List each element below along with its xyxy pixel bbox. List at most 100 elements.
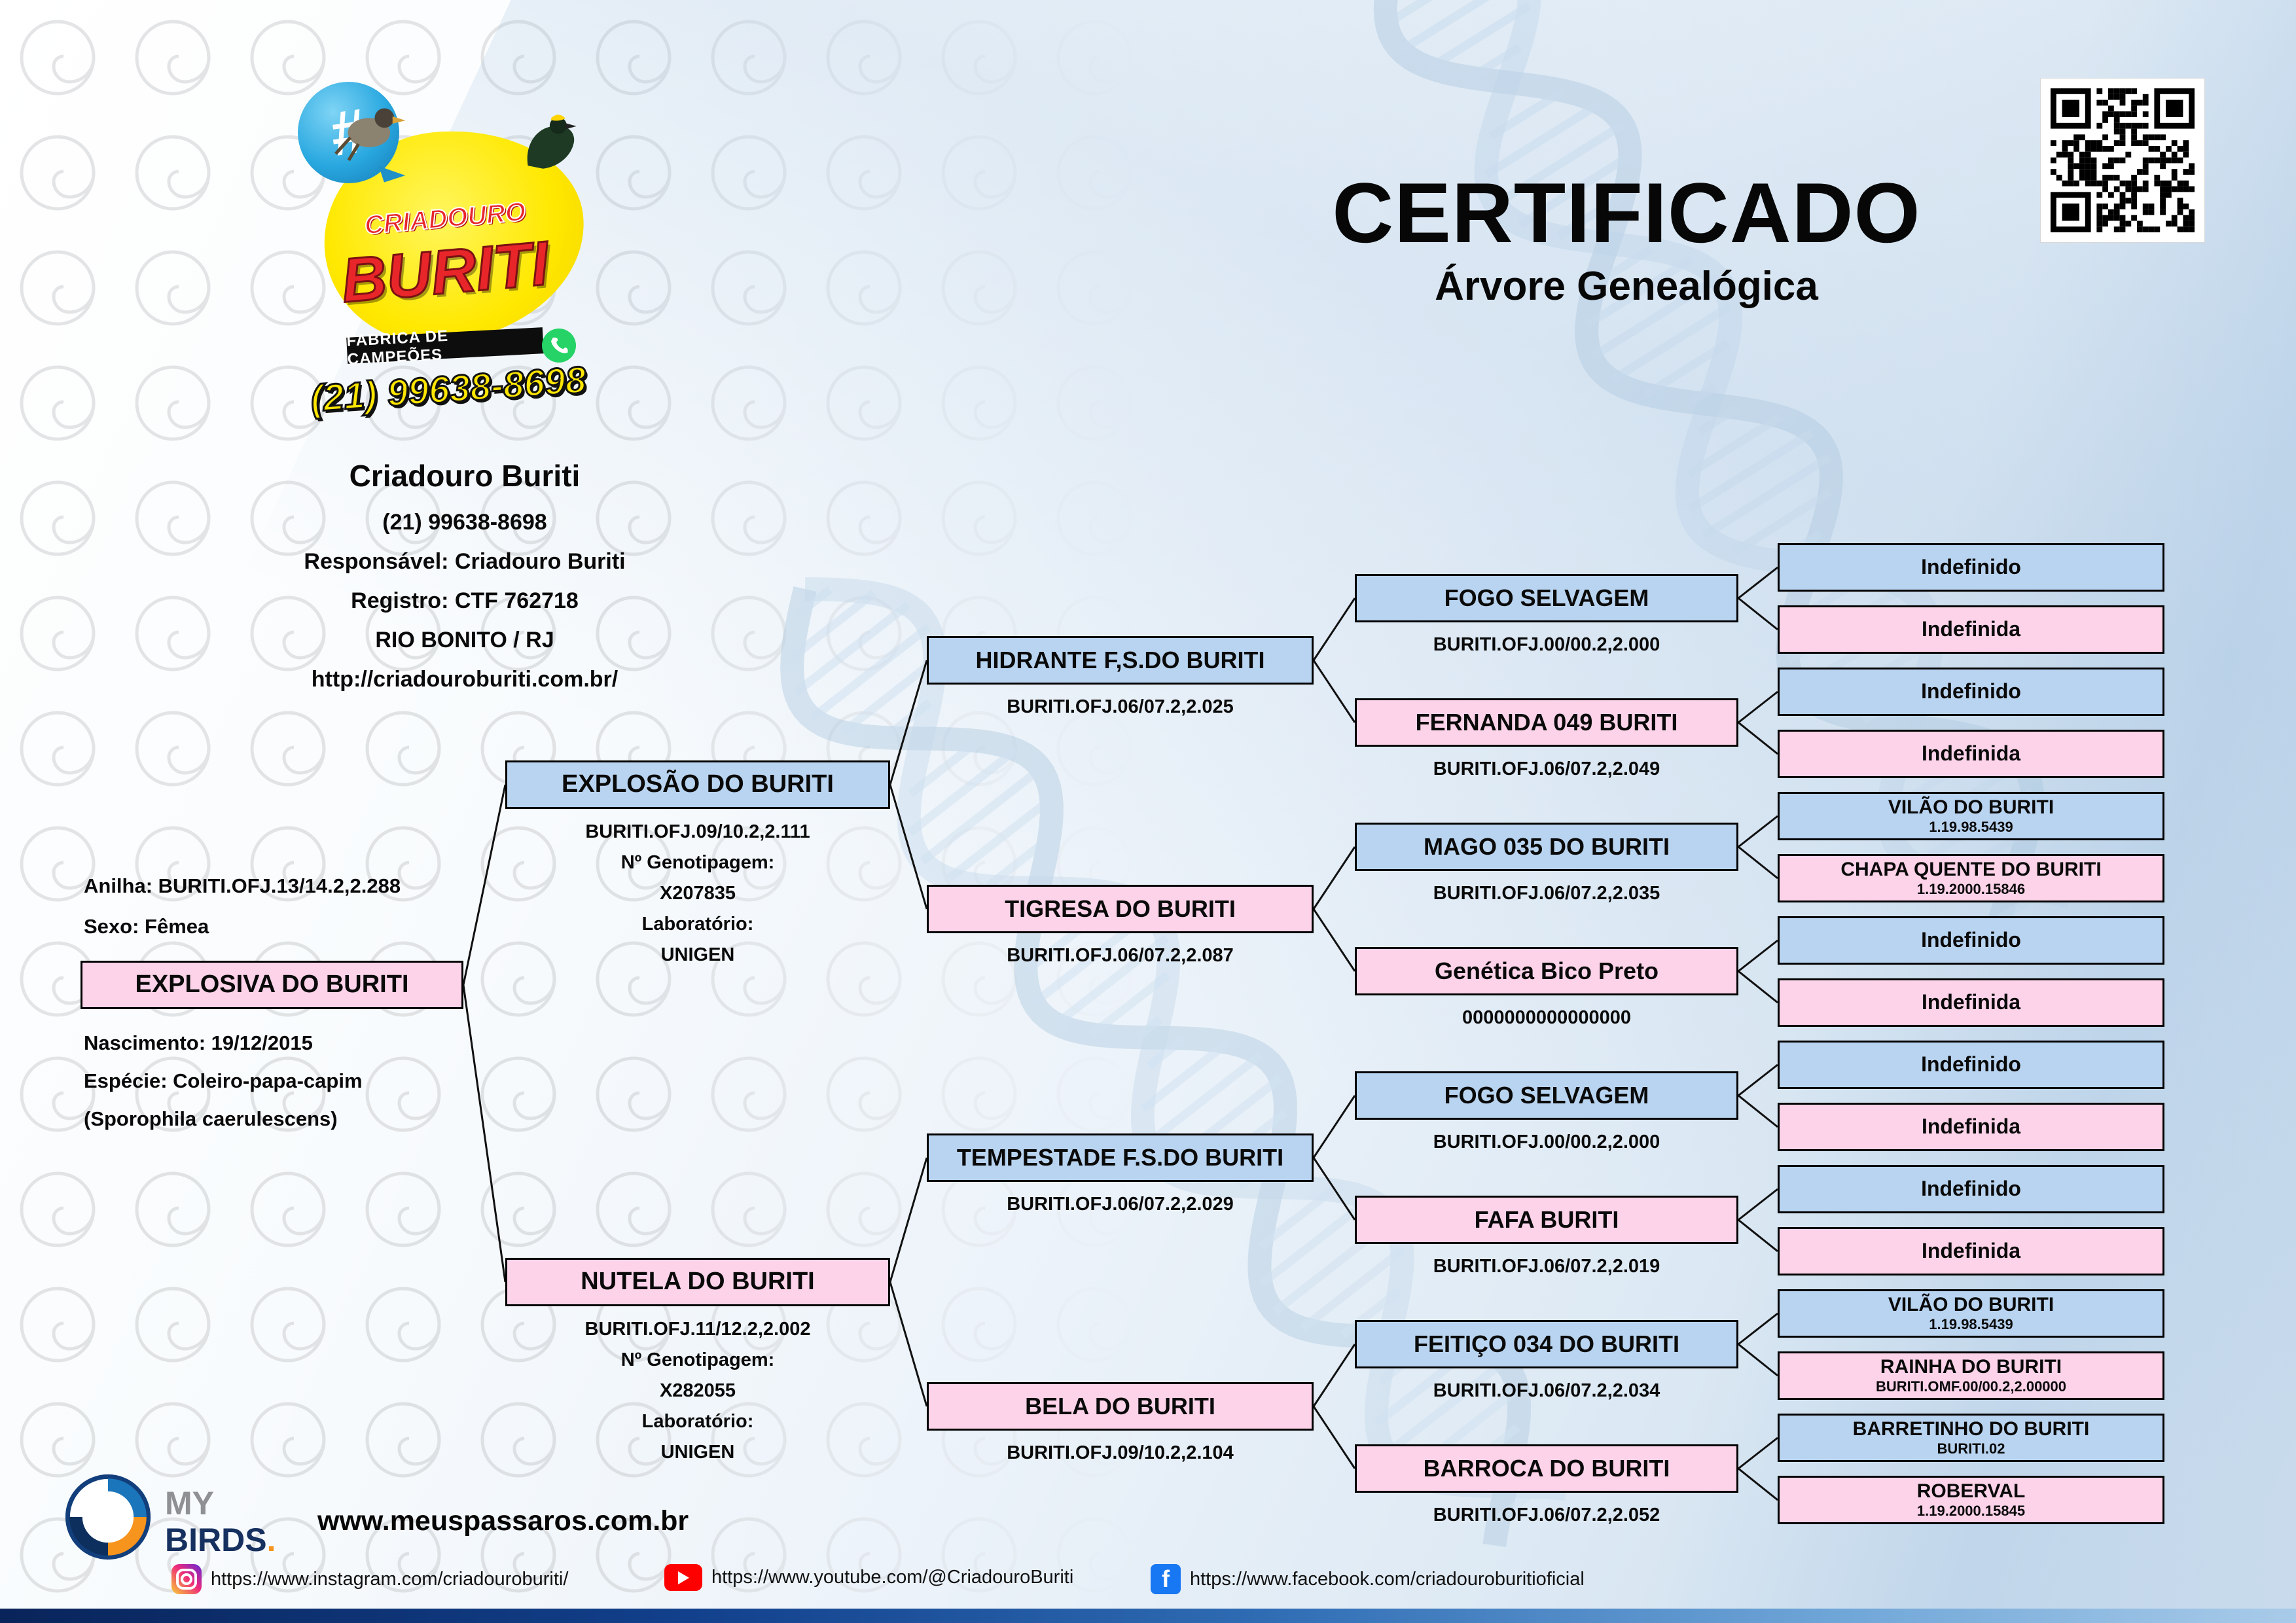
node-name: Indefinido	[1921, 555, 2021, 579]
meuspassaros-link[interactable]: www.meuspassaros.com.br	[317, 1505, 689, 1537]
node-caption: BURITI.OFJ.09/10.2,2.104	[927, 1441, 1314, 1465]
facebook-icon	[1151, 1564, 1181, 1594]
node-name: Indefinida	[1921, 990, 2021, 1014]
caption-line: BURITI.OFJ.00/00.2,2.000	[1433, 634, 1660, 655]
caption-line: BURITI.OFJ.11/12.2,2.002	[584, 1319, 811, 1340]
caption-line: X282055	[659, 1380, 736, 1401]
node-name: RAINHA DO BURITI	[1880, 1356, 2062, 1378]
node-name: FAFA BURITI	[1474, 1206, 1619, 1234]
caption-line: BURITI.OFJ.06/07.2,2.087	[1007, 945, 1234, 966]
node-code: 1.19.98.5439	[1929, 819, 2013, 835]
breeder-name: Criadouro Buriti	[349, 459, 581, 493]
caption-line: BURITI.OFJ.06/07.2,2.025	[1007, 696, 1234, 717]
youtube-url: https://www.youtube.com/@CriadouroBuriti	[711, 1567, 1074, 1588]
facebook-url: https://www.facebook.com/criadouroburiti…	[1190, 1568, 1585, 1590]
title-block: CERTIFICADO Árvore Genealógica	[1178, 164, 2075, 310]
node-caption: BURITI.OFJ.06/07.2,2.087	[927, 944, 1314, 967]
pedigree-node-gen4-2: FERNANDA 049 BURITI	[1355, 698, 1738, 747]
node-caption: BURITI.OFJ.06/07.2,2.034	[1355, 1379, 1738, 1402]
subject-species: Espécie: Coleiro-papa-capim	[84, 1069, 363, 1092]
node-name: TEMPESTADE F.S.DO BURITI	[956, 1144, 1284, 1171]
mybirds-my-text: MY	[165, 1485, 214, 1522]
caption-line: UNIGEN	[660, 1442, 735, 1463]
node-name: NUTELA DO BURITI	[581, 1268, 815, 1296]
pedigree-node-gen4-3: MAGO 035 DO BURITI	[1355, 823, 1738, 871]
subject-sex: Sexo: Fêmea	[84, 915, 209, 938]
node-name: Indefinida	[1921, 741, 2021, 766]
subject-birth: Nascimento: 19/12/2015	[84, 1031, 313, 1054]
node-name: Indefinida	[1921, 1115, 2021, 1139]
node-name: Genética Bico Preto	[1434, 957, 1659, 985]
caption-line: BURITI.OFJ.00/00.2,2.000	[1433, 1132, 1660, 1152]
caption-line: BURITI.OFJ.06/07.2,2.019	[1433, 1256, 1660, 1277]
caption-line: X207835	[659, 883, 736, 904]
node-caption: 0000000000000000	[1355, 1006, 1738, 1029]
mybirds-logo-icon	[65, 1474, 151, 1560]
caption-line: BURITI.OFJ.06/07.2,2.035	[1433, 883, 1660, 904]
node-name: Indefinido	[1921, 1052, 2021, 1077]
node-caption: BURITI.OFJ.09/10.2,2.111 Nº Genotipagem: X…	[505, 817, 890, 971]
node-name: BELA DO BURITI	[1025, 1393, 1215, 1420]
footer: MY BIRDS. www.meuspassaros.com.br https:…	[0, 1459, 2296, 1609]
pedigree-node-gen2-1: EXPLOSÃO DO BURITI	[505, 760, 890, 809]
node-caption: BURITI.OFJ.06/07.2,2.052	[1355, 1503, 1738, 1527]
watermark-pattern	[0, 0, 1145, 1623]
whatsapp-icon	[542, 329, 576, 363]
breeder-city: RIO BONITO / RJ	[375, 628, 554, 652]
node-name: TIGRESA DO BURITI	[1005, 895, 1236, 923]
caption-line: Laboratório:	[641, 914, 754, 935]
pedigree-node-gen4-5: FOGO SELVAGEM	[1355, 1071, 1738, 1120]
breeder-responsible: Responsável: Criadouro Buriti	[304, 549, 626, 574]
node-name: ROBERVAL	[1916, 1480, 2026, 1502]
breeder-website-link[interactable]: http://criadouroburiti.com.br/	[311, 667, 619, 692]
pedigree-node-gen3-2: TIGRESA DO BURITI	[927, 885, 1314, 933]
node-code: 1.19.98.5439	[1929, 1316, 2013, 1332]
node-name: CHAPA QUENTE DO BURITI	[1840, 859, 2102, 880]
breeder-phone: (21) 99638-8698	[382, 510, 547, 535]
node-name: MAGO 035 DO BURITI	[1423, 833, 1670, 861]
node-name: Indefinido	[1921, 679, 2021, 704]
pedigree-node-gen5-3: Indefinido	[1778, 668, 2164, 716]
caption-line: BURITI.OFJ.06/07.2,2.029	[1007, 1194, 1234, 1215]
pedigree-node-gen4-1: FOGO SELVAGEM	[1355, 574, 1738, 622]
bird-illustration-right	[527, 115, 577, 169]
caption-line: UNIGEN	[660, 944, 735, 965]
caption-line: BURITI.OFJ.09/10.2,2.111	[585, 821, 810, 842]
node-name: FEITIÇO 034 DO BURITI	[1413, 1330, 1680, 1358]
instagram-url: https://www.instagram.com/criadouroburit…	[211, 1568, 569, 1590]
node-name: VILÃO DO BURITI	[1888, 1294, 2054, 1315]
node-name: EXPLOSÃO DO BURITI	[562, 770, 834, 798]
node-caption: BURITI.OFJ.06/07.2,2.049	[1355, 757, 1738, 781]
node-caption: BURITI.OFJ.06/07.2,2.035	[1355, 882, 1738, 905]
node-name: Indefinida	[1921, 1239, 2021, 1263]
page-subtitle: Árvore Genealógica	[1435, 264, 1818, 309]
facebook-link-row[interactable]: https://www.facebook.com/criadouroburiti…	[1151, 1564, 1585, 1594]
node-caption: BURITI.OFJ.06/07.2,2.025	[927, 695, 1314, 719]
bird-illustration-left	[334, 108, 406, 162]
criadouro-buriti-logo: # CRIADOURO BURITI FABRICA DE CAMPEÕES (…	[281, 79, 615, 445]
node-name: FOGO SELVAGEM	[1444, 584, 1649, 612]
pedigree-node-gen5-7: Indefinido	[1778, 916, 2164, 965]
breeder-info: Criadouro Buriti (21) 99638-8698 Respons…	[164, 458, 766, 699]
node-name: FOGO SELVAGEM	[1444, 1082, 1649, 1109]
caption-line: Nº Genotipagem:	[620, 852, 775, 873]
instagram-link-row[interactable]: https://www.instagram.com/criadouroburit…	[171, 1564, 568, 1594]
node-code: 1.19.2000.15846	[1916, 881, 2026, 897]
caption-line: BURITI.OFJ.06/07.2,2.052	[1433, 1505, 1660, 1525]
pedigree-node-gen3-1: HIDRANTE F,S.DO BURITI	[927, 636, 1314, 685]
pedigree-node-gen5-11: Indefinido	[1778, 1165, 2164, 1213]
instagram-icon	[171, 1564, 202, 1594]
youtube-link-row[interactable]: https://www.youtube.com/@CriadouroBuriti	[664, 1564, 1073, 1591]
bottom-accent-bar	[0, 1609, 2296, 1623]
node-code: BURITI.02	[1937, 1440, 2005, 1457]
node-caption: BURITI.OFJ.06/07.2,2.019	[1355, 1255, 1738, 1278]
